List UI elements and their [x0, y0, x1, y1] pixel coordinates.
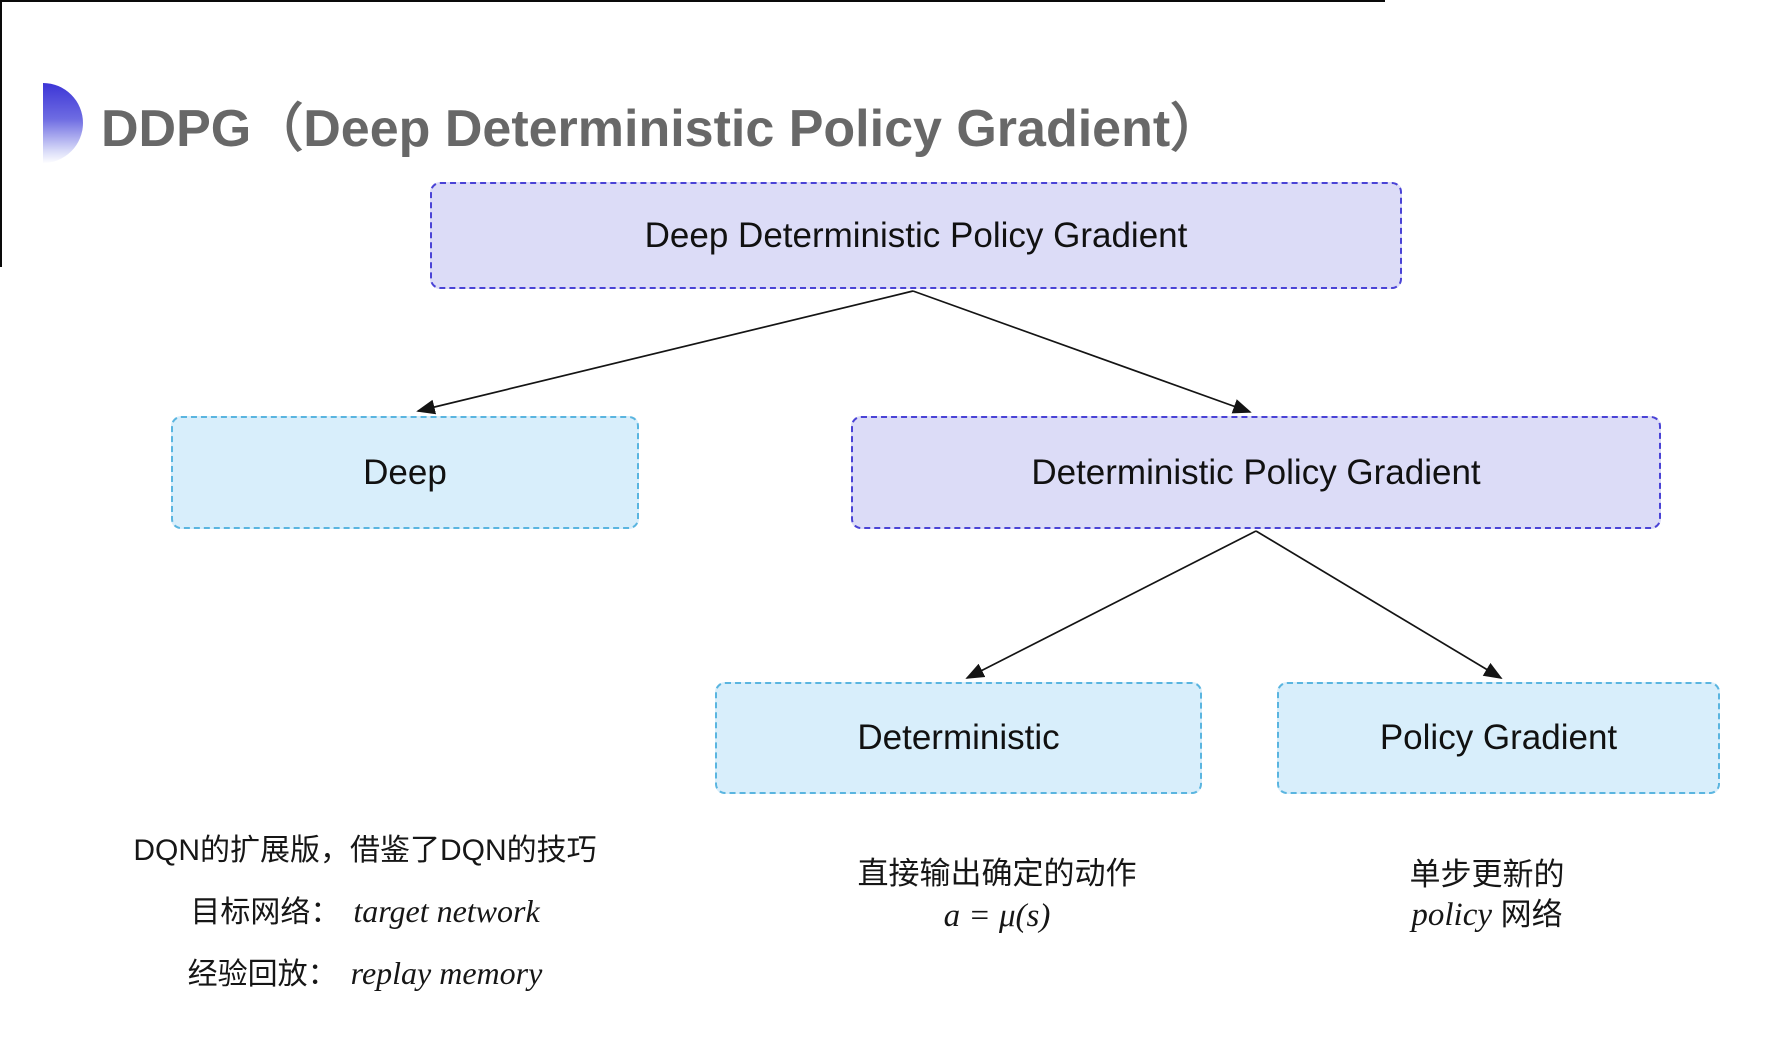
note-math-text: target network: [353, 893, 540, 929]
note-line: 直接输出确定的动作: [858, 853, 1137, 895]
node-label: Deterministic: [857, 718, 1060, 757]
note-cjk-text: 经验回放：: [187, 958, 338, 991]
deterministic-note: 直接输出确定的动作 a = μ(s): [858, 853, 1137, 937]
note-cjk-text: DQN的扩展版，借鉴了DQN的技巧: [133, 834, 597, 867]
note-cjk-text: 直接输出确定的动作: [857, 856, 1137, 891]
note-cjk-text: 目标网络：: [190, 896, 341, 929]
window-left-border: [0, 0, 2, 267]
note-line: DQN的扩展版，借鉴了DQN的技巧: [133, 820, 596, 881]
dqn-note: DQN的扩展版，借鉴了DQN的技巧目标网络： target network 经验回放…: [133, 820, 596, 1005]
note-cjk-text: 单步更新的: [1409, 857, 1565, 892]
note-line: policy 网络: [1410, 895, 1565, 935]
note-math-text: replay memory: [350, 955, 543, 991]
arrow-dpg-to-deterministic: [965, 530, 1257, 679]
node-label: Deterministic Policy Gradient: [1031, 452, 1481, 492]
node-label: Policy Gradient: [1379, 718, 1618, 757]
arrow-ddpg-to-dpg: [912, 290, 1252, 414]
note-line: a = μ(s): [858, 895, 1137, 937]
note-math-text: policy: [1411, 897, 1492, 933]
node-label: Deep Deterministic Policy Gradient: [644, 215, 1188, 255]
node-deterministic: Deterministic: [715, 682, 1202, 794]
note-line: 单步更新的: [1410, 855, 1565, 895]
note-line: 经验回放： replay memory: [133, 943, 596, 1005]
note-math-text: a = μ(s): [943, 898, 1051, 934]
node-policy-gradient: Policy Gradient: [1277, 682, 1720, 794]
page-title: DDPG（Deep Deterministic Policy Gradient）: [101, 99, 1223, 158]
arrow-ddpg-to-deep: [416, 290, 914, 415]
node-label: Deep: [363, 452, 447, 492]
title-row: DDPG（Deep Deterministic Policy Gradient）: [43, 83, 1222, 163]
note-cjk-text: 网络: [1492, 897, 1563, 932]
half-disc-bullet-icon: [43, 83, 83, 163]
node-deep: Deep: [171, 416, 639, 529]
node-ddpg: Deep Deterministic Policy Gradient: [430, 182, 1402, 289]
window-top-border: [0, 0, 1385, 2]
arrow-dpg-to-policy-gradient: [1255, 530, 1503, 679]
note-line: 目标网络： target network: [133, 881, 596, 943]
node-dpg: Deterministic Policy Gradient: [851, 416, 1661, 529]
